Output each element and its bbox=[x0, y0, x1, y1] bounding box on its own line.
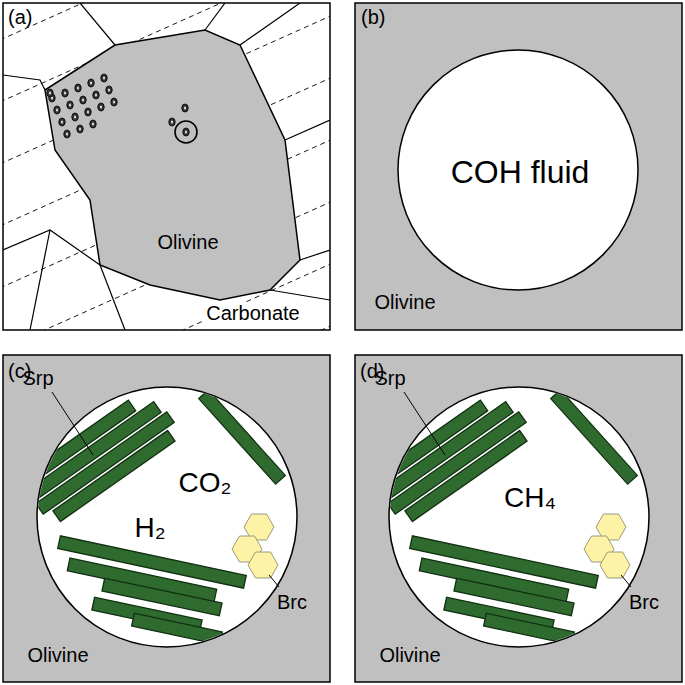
brucite-crystals bbox=[584, 514, 630, 578]
olivine-panel: (c)OlivineCO₂H₂ bbox=[3, 355, 330, 682]
leader-line bbox=[269, 575, 279, 587]
mineral-label: Olivine bbox=[374, 291, 435, 314]
mineral-label: Olivine bbox=[27, 644, 88, 667]
leader-line bbox=[621, 575, 631, 587]
olivine-grain-outline bbox=[45, 30, 300, 300]
brucite-crystals bbox=[232, 514, 278, 578]
inclusion-outline bbox=[398, 50, 638, 290]
mineral-label: Olivine bbox=[157, 231, 218, 254]
gas-label: CH₄ bbox=[504, 482, 556, 514]
serpentine-label: Srp bbox=[374, 367, 405, 390]
carbonate-texture bbox=[3, 3, 330, 330]
carbonate-panel: (a) Carbonate Olivine bbox=[3, 3, 330, 330]
serpentine-crystals bbox=[383, 390, 637, 645]
leader-line bbox=[52, 392, 93, 455]
mineral-label: Carbonate bbox=[204, 302, 301, 325]
panel-letter: (b) bbox=[361, 6, 385, 29]
brucite-label: Brc bbox=[277, 591, 307, 614]
serpentine-label: Srp bbox=[22, 367, 53, 390]
fluid-inclusion-trail bbox=[47, 74, 189, 138]
olivine-grain: Olivine bbox=[45, 30, 300, 300]
mineral-label: Olivine bbox=[379, 644, 440, 667]
brucite-label: Brc bbox=[629, 591, 659, 614]
fluid-inclusion: COH fluid bbox=[398, 50, 638, 290]
leader-line bbox=[404, 392, 445, 455]
fluid-inclusion: CO₂ H₂ bbox=[37, 387, 297, 647]
panel-frame bbox=[355, 355, 682, 682]
inclusion-outline bbox=[37, 387, 297, 647]
olivine-panel: (b) Olivine COH fluid bbox=[355, 3, 682, 330]
fluid-label: COH fluid bbox=[451, 154, 590, 191]
panel-frame bbox=[3, 355, 330, 682]
panel-letter: (a) bbox=[8, 6, 32, 29]
panel-frame bbox=[355, 3, 682, 330]
fluid-inclusion: CH₄ bbox=[389, 387, 649, 647]
gas-label: CO₂ bbox=[179, 467, 232, 499]
inclusion-outline bbox=[389, 387, 649, 647]
gas-label: H₂ bbox=[134, 512, 165, 544]
panel-frame bbox=[3, 3, 330, 330]
highlight-ring bbox=[175, 121, 197, 143]
serpentine-crystals bbox=[31, 390, 285, 645]
olivine-panel: (d)OlivineCH₄ bbox=[355, 355, 682, 682]
